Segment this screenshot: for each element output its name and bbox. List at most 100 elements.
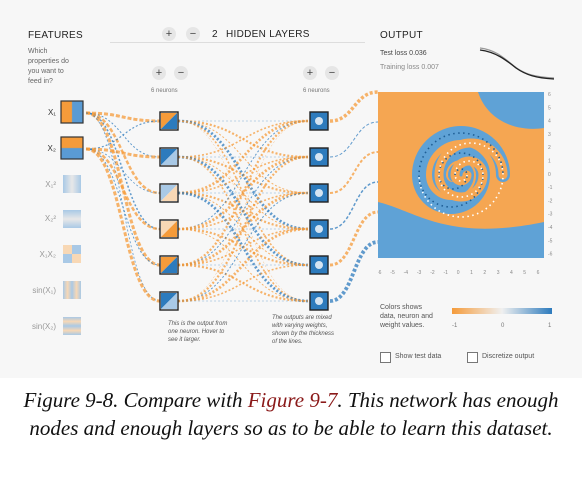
feature-label-sin-x1: sin(X₁) [32,286,56,295]
hidden1-hidden2-link [177,156,309,302]
spiral-orange-points [418,142,504,218]
feature-label-x1: X₁ [47,108,56,117]
input-hidden1-link [85,147,161,159]
x-tick-label: 6 [537,270,540,276]
training-loss: Training loss 0.007 [380,64,439,71]
caption-prefix: Figure 9-8. Compare with [23,388,248,412]
legend-text-2: data, neuron and [380,313,433,320]
add-neuron-layer1-button[interactable]: + [152,66,166,80]
neurons[interactable] [0,0,582,378]
output-title: OUTPUT [380,30,423,41]
feature-label-x2-squared: X₂² [44,214,56,223]
x-tick-label: 5 [523,270,526,276]
x-tick-label: -2 [430,270,435,276]
hidden2-output-link [329,121,379,158]
remove-neuron-layer2-button[interactable]: − [325,66,339,80]
caption-suffix: . This network has enough nodes and enou… [29,388,559,440]
figure-caption: Figure 9-8. Compare with Figure 9-7. Thi… [0,386,582,442]
y-tick-label: 5 [548,105,551,111]
hidden1-neuron-6 [159,291,179,311]
y-tick-label: 4 [548,119,551,125]
remove-layer-button[interactable]: − [186,27,200,41]
color-scale-legend [452,308,552,314]
x-tick-label: 4 [510,270,513,276]
y-tick-label: -4 [548,225,553,231]
y-tick-label: -6 [548,252,553,258]
x-tick-label: 3 [497,270,500,276]
hidden1-hidden2-link [177,120,309,230]
x-tick-label: 0 [457,270,460,276]
feature-tiles[interactable] [60,100,86,340]
training-loss-line [479,49,555,80]
hidden1-neuron-3 [159,183,179,203]
hidden2-neuron-3 [309,183,329,203]
hidden1-neuron-2 [159,147,179,167]
x-tick-label: -6 [378,270,382,276]
hidden1-hidden2-link [177,191,309,267]
input-hidden1-link [85,111,161,123]
legend-max: 1 [548,323,552,329]
layer2-neurons-label: 6 neurons [303,88,330,94]
feature-label-x2: X₂ [47,144,56,153]
hidden2-neuron-2 [309,147,329,167]
hidden1-hidden2-link [177,120,309,302]
heatmap-blue-upper [478,92,544,129]
hidden2-output-link [329,210,379,267]
x-tick-label: 1 [470,270,473,276]
show-test-data-label: Show test data [395,353,442,360]
x-tick-label: -5 [390,270,395,276]
legend-text-3: weight values. [380,322,425,329]
hidden1-hidden2-link [177,227,309,303]
loss-chart [479,47,555,80]
features-question-4: feed in? [28,78,53,85]
hidden1-hidden2-link [177,120,309,158]
features-question-2: properties do [28,58,69,65]
layer1-neurons-label: 6 neurons [151,88,178,94]
features-title: FEATURES [28,30,83,41]
x-tick-label: -4 [404,270,409,276]
add-neuron-layer2-button[interactable]: + [303,66,317,80]
y-tick-label: 3 [548,132,551,138]
spiral-blue-points [418,132,504,208]
y-tick-label: -3 [548,212,553,218]
add-layer-button[interactable]: + [162,27,176,41]
remove-neuron-layer1-button[interactable]: − [174,66,188,80]
hidden2-neuron-1 [309,111,329,131]
hidden1-hidden2-link [177,264,309,302]
hidden2-output-link [329,240,379,303]
show-test-data-checkbox[interactable] [380,352,391,363]
feature-label-x1x2: X₁X₂ [39,250,56,259]
feature-label-x1-squared: X₁² [45,180,56,189]
input-hidden1-link [85,147,161,303]
x-tick-label: -3 [417,270,422,276]
y-tick-label: 1 [548,159,551,165]
caption-figure-link[interactable]: Figure 9-7 [247,388,338,412]
heatmap-blue-lower [378,202,544,258]
y-tick-label: 2 [548,145,551,151]
discretize-output-checkbox[interactable] [467,352,478,363]
y-tick-label: -5 [548,238,553,244]
feature-tile-x2 [60,136,84,160]
legend-min: -1 [452,323,458,329]
input-hidden1-link [85,111,161,267]
hidden2-neuron-5 [309,255,329,275]
legend-text-1: Colors shows [380,304,423,311]
features-question-3: you want to [28,68,64,75]
network-connections [85,90,379,303]
neuron-annotation: This is the output from one neuron. Hove… [168,321,228,343]
input-hidden1-link [85,148,161,194]
legend-mid: 0 [501,323,505,329]
input-hidden1-link [85,120,161,150]
y-tick-label: -1 [548,185,553,191]
hidden-layers-count: 2 [212,29,218,40]
hidden1-hidden2-link [177,120,309,266]
hidden2-output-link [329,90,379,123]
hidden1-neuron-1 [159,111,179,131]
hidden2-neuron-4 [309,219,329,239]
y-tick-label: -2 [548,198,553,204]
color-scale-bar [452,308,552,314]
hidden1-hidden2-link [177,192,309,302]
feature-tile-x1-squared [63,175,81,193]
